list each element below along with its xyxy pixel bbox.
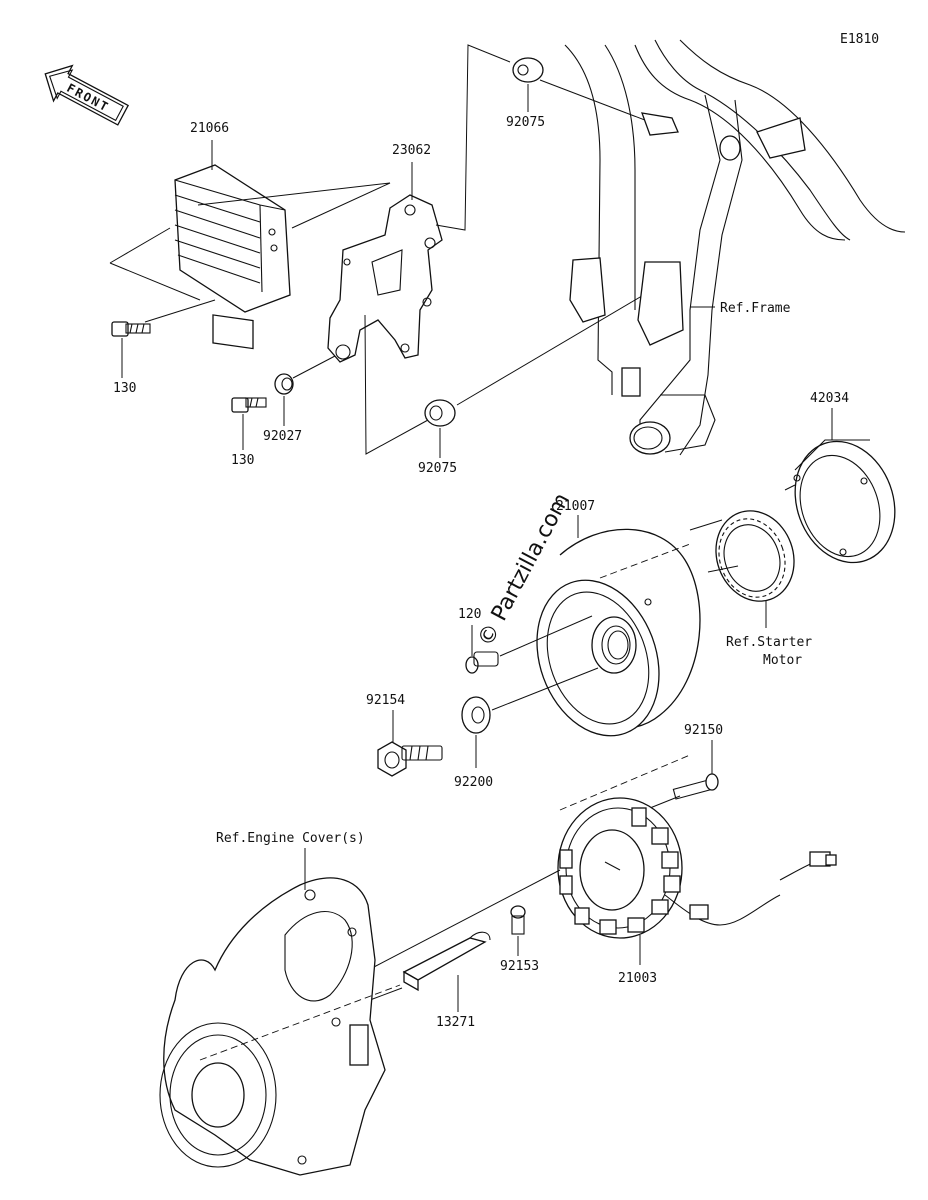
label-ref-starter-line1: Ref.Starter xyxy=(726,635,812,650)
stator-21003 xyxy=(557,797,837,939)
label-130-upper: 130 xyxy=(113,381,136,396)
label-92075-top: 92075 xyxy=(506,115,545,130)
label-130-lower: 130 xyxy=(231,453,254,468)
bolt-92153 xyxy=(510,905,526,935)
starter-gear xyxy=(715,510,795,602)
label-23062: 23062 xyxy=(392,143,431,158)
grommet-92075-bottom xyxy=(424,399,456,427)
label-ref-starter-line2: Motor xyxy=(763,653,802,668)
bracket-23062 xyxy=(327,194,443,363)
label-92150: 92150 xyxy=(684,723,723,738)
bolt-130-upper xyxy=(111,321,151,337)
grommet-92075-top xyxy=(512,57,544,83)
label-21003: 21003 xyxy=(618,971,657,986)
one-way-clutch-42034 xyxy=(793,439,896,564)
frame-section xyxy=(564,39,906,456)
label-13271: 13271 xyxy=(436,1015,475,1030)
rotor-21007 xyxy=(536,528,701,737)
plate-13271 xyxy=(402,931,491,992)
label-92153: 92153 xyxy=(500,959,539,974)
washer-92027 xyxy=(274,373,294,395)
label-21066: 21066 xyxy=(190,121,229,136)
engine-cover xyxy=(159,877,386,1176)
label-92075-bottom: 92075 xyxy=(418,461,457,476)
bolt-120 xyxy=(465,651,499,674)
label-92200: 92200 xyxy=(454,775,493,790)
label-ref-frame: Ref.Frame xyxy=(720,301,791,316)
label-ref-engine-cover: Ref.Engine Cover(s) xyxy=(216,831,365,846)
bolt-92154 xyxy=(377,741,443,777)
regulator-rectifier xyxy=(174,164,291,350)
bolt-92150 xyxy=(672,773,719,800)
diagram-code: E1810 xyxy=(840,32,879,47)
label-42034: 42034 xyxy=(810,391,849,406)
label-92154: 92154 xyxy=(366,693,405,708)
washer-92200 xyxy=(461,696,491,734)
front-arrow-icon: FRONT xyxy=(44,64,130,126)
label-120: 120 xyxy=(458,607,481,622)
label-21007: 21007 xyxy=(556,499,595,514)
bolt-130-lower xyxy=(231,397,267,413)
label-92027: 92027 xyxy=(263,429,302,444)
